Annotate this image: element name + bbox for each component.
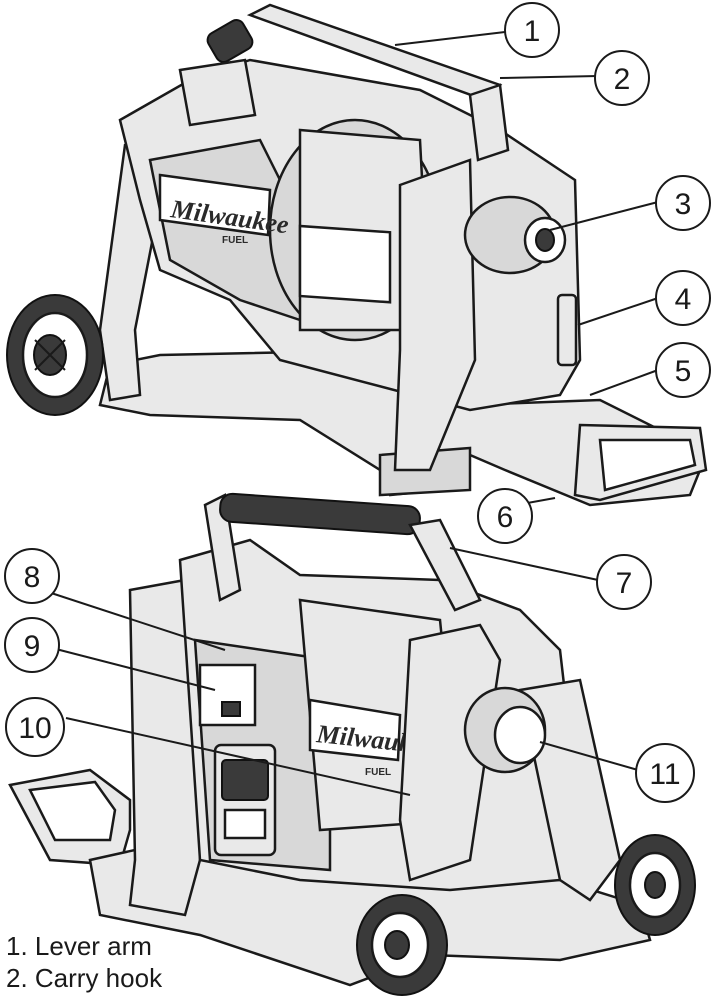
svg-text:2: 2	[614, 63, 631, 96]
callout-2: 2	[594, 50, 650, 106]
legend: 1. Lever arm 2. Carry hook	[6, 930, 162, 994]
svg-text:5: 5	[675, 355, 692, 388]
svg-text:6: 6	[497, 501, 514, 534]
top-wheel	[6, 294, 104, 416]
svg-text:8: 8	[24, 561, 41, 594]
callout-5: 5	[655, 342, 711, 398]
callout-10: 10	[5, 697, 65, 757]
bottom-wheel-rear	[614, 834, 696, 936]
top-machine-illustration: Milwaukee FUEL	[6, 3, 708, 507]
callout-6: 6	[477, 488, 533, 544]
svg-text:3: 3	[675, 188, 692, 221]
svg-text:10: 10	[18, 712, 51, 745]
callout-8: 8	[4, 548, 60, 604]
bottom-machine-illustration: Milwaukee FUEL	[8, 492, 696, 996]
svg-text:1: 1	[524, 15, 541, 48]
callout-3: 3	[655, 175, 711, 231]
leader-lines	[41, 31, 659, 796]
fuel-label-bottom: FUEL	[365, 767, 391, 778]
callout-7: 7	[596, 554, 652, 610]
callout-9: 9	[4, 617, 60, 673]
svg-text:9: 9	[24, 630, 41, 663]
legend-item-lever-arm: 1. Lever arm	[6, 931, 152, 961]
callout-11: 11	[635, 743, 695, 803]
callout-4: 4	[655, 270, 711, 326]
fuel-label-top: FUEL	[222, 235, 248, 246]
svg-text:11: 11	[649, 758, 680, 791]
legend-item-carry-hook: 2. Carry hook	[6, 963, 163, 993]
svg-text:4: 4	[675, 283, 692, 316]
callout-1: 1	[504, 2, 560, 58]
bottom-wheel-front	[356, 894, 448, 996]
svg-text:7: 7	[616, 567, 633, 600]
